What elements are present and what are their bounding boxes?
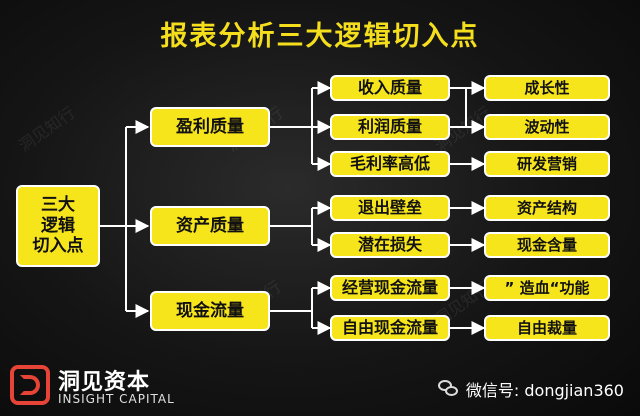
diagram-title: 报表分析三大逻辑切入点 (160, 21, 480, 52)
node-volatility: 波动性 (484, 114, 610, 140)
node-revenue-quality: 收入质量 (330, 75, 450, 101)
node-growth: 成长性 (484, 75, 610, 101)
node-cash-flow: 现金流量 (150, 291, 270, 331)
node-profit-quality: 盈利质量 (150, 107, 270, 147)
node-asset-structure: 资产结构 (484, 195, 610, 221)
node-blood-making: ” 造血“功能 (484, 275, 610, 301)
node-cash-content: 现金含量 (484, 232, 610, 258)
wechat-id: 微信号: dongjian360 (437, 377, 624, 401)
logo-mark-icon (10, 365, 50, 405)
brand-logo: 洞见资本 INSIGHT CAPITAL (10, 362, 174, 408)
node-asset-quality: 资产质量 (150, 206, 270, 246)
node-potential-loss: 潜在损失 (330, 232, 450, 258)
logo-subtitle: INSIGHT CAPITAL (58, 392, 175, 406)
node-gross-margin: 毛利率高低 (330, 151, 450, 177)
node-operating-cash-flow: 经营现金流量 (330, 275, 450, 301)
node-free-cash-flow: 自由现金流量 (330, 315, 450, 341)
root-line-1: 三大 (41, 195, 75, 216)
wechat-icon (437, 380, 460, 398)
node-discretion: 自由裁量 (484, 315, 610, 341)
node-earnings-quality: 利润质量 (330, 114, 450, 140)
logo-name: 洞见资本 (58, 370, 151, 395)
root-node: 三大 逻辑 切入点 (16, 185, 100, 267)
root-line-3: 切入点 (32, 236, 84, 257)
node-rnd-marketing: 研发营销 (484, 151, 610, 177)
node-exit-barrier: 退出壁垒 (330, 195, 450, 221)
wechat-id-text: 微信号: dongjian360 (465, 381, 624, 400)
root-line-2: 逻辑 (41, 215, 75, 236)
